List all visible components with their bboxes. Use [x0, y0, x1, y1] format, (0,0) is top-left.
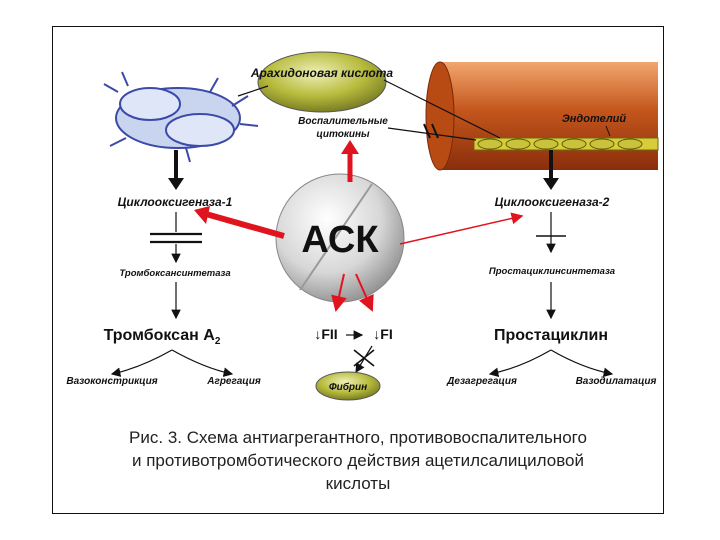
inflammatory-cytokines-label-2: цитокины: [316, 129, 370, 140]
fii-label: ↓FII: [314, 326, 337, 342]
blood-vessel-image: [425, 61, 659, 171]
caption-line-3: кислоты: [325, 474, 391, 493]
platelets-image: [103, 71, 259, 163]
arachidonic-acid-label: Арахидоновая кислота: [250, 66, 394, 80]
thromboxane-label: Тромбоксан А2: [104, 327, 221, 347]
endothelium-label: Эндотелий: [562, 113, 627, 125]
endothelium-pointer: [605, 125, 611, 137]
cytokines-to-endothelium-line: [387, 127, 477, 141]
inflammatory-cytokines-label: Воспалительные: [298, 116, 388, 127]
cox1-label: Циклооксигеназа-1: [118, 195, 233, 209]
arachidonic-acid-node: Арахидоновая кислота: [250, 51, 394, 113]
caption-line-2: и противотромботического действия ацетил…: [131, 451, 585, 470]
thromboxane-synthetase-label: Тромбоксансинтетаза: [119, 268, 230, 279]
aa-to-platelets-line: [237, 85, 269, 97]
block-mark-cytokines: [423, 123, 439, 139]
fibrin-label: Фибрин: [329, 381, 367, 393]
fi-label: ↓FI: [373, 326, 392, 342]
caption-line-1: Рис. 3. Схема антиагрегантного, противов…: [129, 428, 587, 447]
cox2-label: Циклооксигеназа-2: [495, 195, 610, 209]
ask-arrows: [194, 140, 524, 312]
aa-to-endothelium-line: [383, 79, 501, 139]
fibrin-node: Фибрин: [315, 371, 381, 401]
vasoconstriction-label: Вазоконстрикция: [66, 376, 157, 387]
right-chain: [536, 212, 566, 320]
left-chain: [150, 212, 202, 320]
ask-label: АСК: [301, 219, 379, 261]
aggregation-label: Агрегация: [206, 376, 261, 387]
disaggregation-label: Дезагрегация: [446, 376, 517, 387]
ask-pill: АСК: [275, 173, 405, 303]
vasodilation-label: Вазодилатация: [576, 376, 657, 387]
thromboxane-effects-arrows: [110, 349, 234, 377]
prostacyclin-effects-arrows: [488, 349, 614, 378]
fibrin-block-cross: [353, 349, 375, 367]
prostacyclin-label: Простациклин: [494, 327, 608, 344]
prostacyclin-synthetase-label: Простациклинсинтетаза: [489, 266, 615, 277]
figure-caption: Рис. 3. Схема антиагрегантного, противов…: [52, 426, 664, 495]
